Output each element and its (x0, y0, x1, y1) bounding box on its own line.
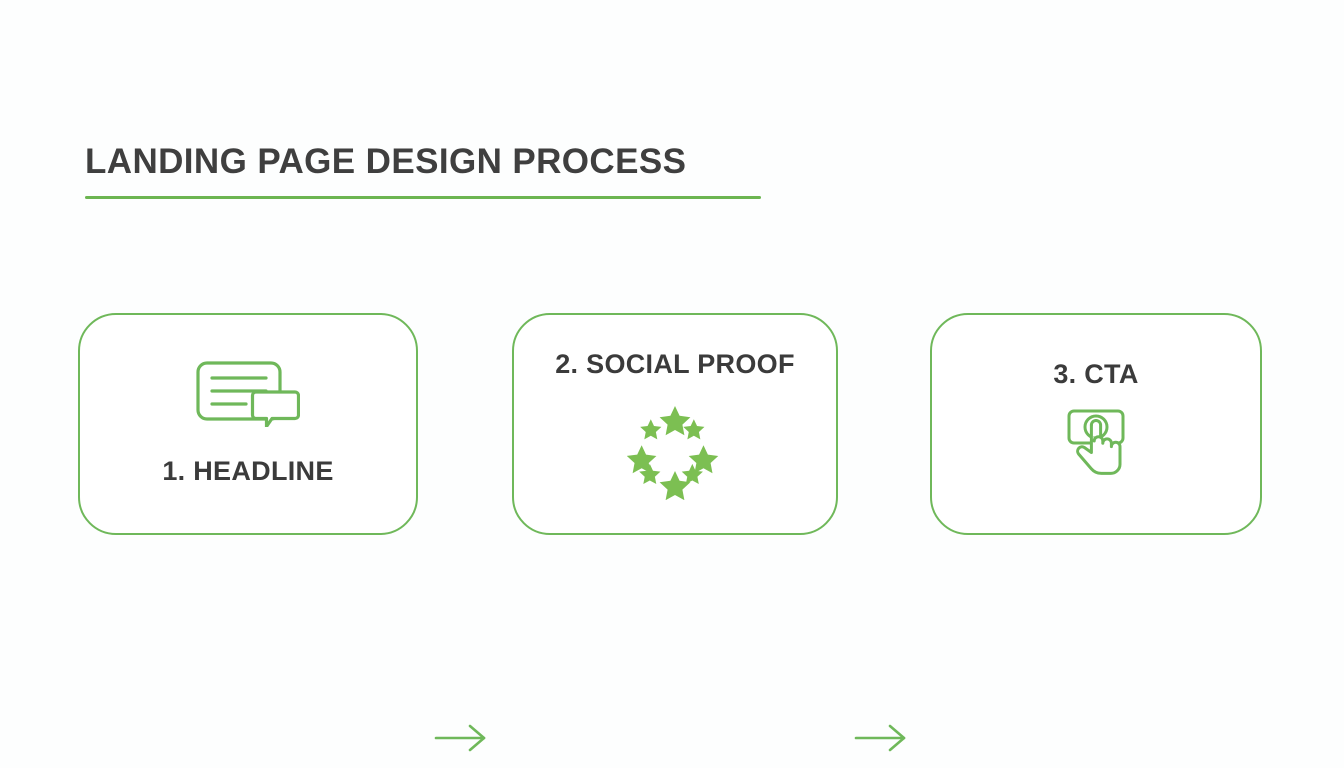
hand-click-button-icon (1057, 408, 1135, 489)
flow-step-label-cta: 3. CTA (1053, 359, 1139, 389)
flow-step-card-headline[interactable]: 1. HEADLINE (78, 313, 418, 535)
text-panel-speech-bubble-icon (196, 361, 301, 432)
flow-step-card-social-proof[interactable]: 2. SOCIAL PROOF (512, 313, 838, 535)
title-block: LANDING PAGE DESIGN PROCESS (85, 143, 761, 199)
star-ring-icon (627, 404, 723, 500)
flow-step-label-headline: 1. HEADLINE (162, 456, 334, 486)
title-underline-rule (85, 195, 761, 199)
page-title: LANDING PAGE DESIGN PROCESS (85, 142, 687, 181)
flow-step-label-social-proof: 2. SOCIAL PROOF (555, 348, 795, 379)
process-flow-row: 1. HEADLINE 2. SOCIAL PROOF (0, 313, 1344, 752)
arrow-right-icon-2 (852, 721, 916, 755)
flow-step-card-cta[interactable]: 3. CTA (930, 313, 1262, 535)
arrow-right-icon-1 (432, 721, 496, 755)
